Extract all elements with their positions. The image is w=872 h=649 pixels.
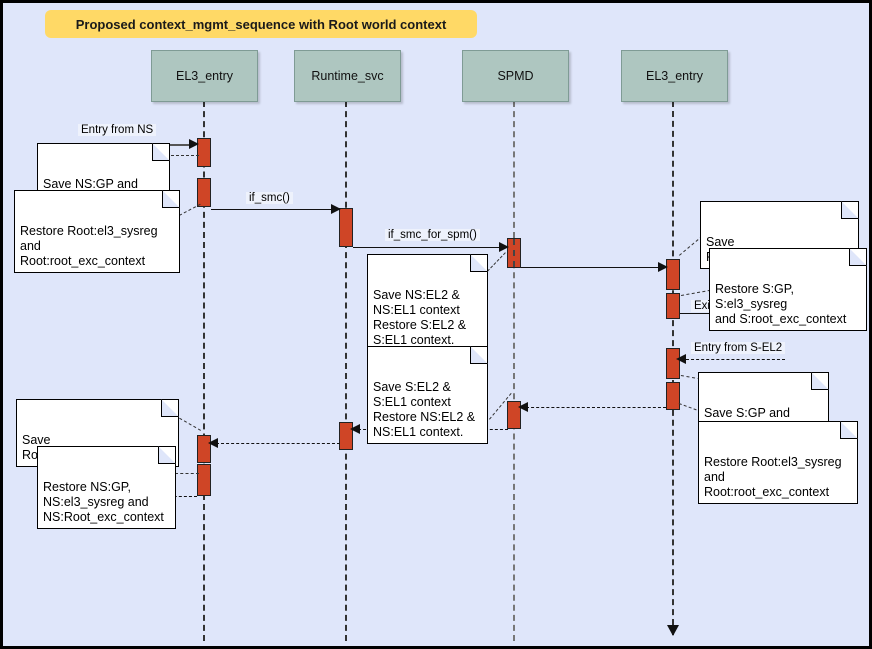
note-restore-root-el3-sysreg: Restore Root:el3_sysreg and Root:root_ex…: [14, 190, 180, 273]
lifeline-runtime-svc: [345, 101, 347, 641]
note-fold-icon: [840, 421, 858, 439]
message-line-entry-from-s-el2: [686, 359, 785, 360]
note-text: Save S:EL2 & S:EL1 context Restore NS:EL…: [373, 380, 476, 439]
message-line-if-smc: [211, 209, 333, 210]
activation-bar: [339, 422, 353, 450]
arrowhead: [350, 424, 360, 434]
arrowhead: [331, 204, 341, 214]
arrowhead: [189, 139, 199, 149]
activation-bar: [197, 464, 211, 496]
arrowhead: [208, 438, 218, 448]
activation-bar: [197, 178, 211, 207]
activation-bar: [666, 382, 680, 410]
message-line-runtime-to-el3-return: [216, 443, 340, 444]
activation-bar: [197, 435, 211, 463]
note-fold-icon: [470, 346, 488, 364]
participant-runtime-svc[interactable]: Runtime_svc: [294, 50, 401, 102]
note-save-ns-el2-restore-s-el2: Save NS:EL2 & NS:EL1 context Restore S:E…: [367, 254, 488, 352]
note-restore-s-gp: Restore S:GP, S:el3_sysreg and S:root_ex…: [709, 248, 867, 331]
note-text: Save NS:EL2 & NS:EL1 context Restore S:E…: [373, 288, 467, 347]
participant-el3-entry-right[interactable]: EL3_entry: [621, 50, 728, 102]
note-restore-ns-gp: Restore NS:GP, NS:el3_sysreg and NS:Root…: [37, 446, 176, 529]
message-line-if-smc-for-spm: [353, 247, 501, 248]
note-fold-icon: [162, 190, 180, 208]
note-text: Restore S:GP, S:el3_sysreg and S:root_ex…: [715, 282, 847, 326]
message-label-if-smc: if_smc(): [246, 192, 293, 204]
note-fold-icon: [849, 248, 867, 266]
arrowhead: [499, 242, 509, 252]
note-fold-icon: [152, 143, 170, 161]
note-connector: [487, 252, 506, 272]
note-text: Restore Root:el3_sysreg and Root:root_ex…: [704, 455, 842, 499]
message-label-entry-from-s-el2: Entry from S-EL2: [691, 342, 786, 354]
lifeline-el3-entry-left: [203, 101, 205, 641]
note-text: Restore NS:GP, NS:el3_sysreg and NS:Root…: [43, 480, 164, 524]
lifeline-spmd: [513, 101, 515, 641]
message-label-if-smc-for-spm: if_smc_for_spm(): [385, 229, 480, 241]
participant-spmd[interactable]: SPMD: [462, 50, 569, 102]
lifeline-end-arrowhead: [667, 625, 679, 636]
activation-bar: [339, 208, 353, 247]
note-fold-icon: [470, 254, 488, 272]
activation-bar: [197, 138, 211, 167]
note-fold-icon: [841, 201, 859, 219]
note-fold-icon: [158, 446, 176, 464]
message-label-entry-from-ns: Entry from NS: [78, 124, 157, 136]
diagram-title-banner: Proposed context_mgmt_sequence with Root…: [45, 10, 477, 38]
activation-bar: [666, 259, 680, 290]
activation-bar: [507, 238, 521, 268]
arrowhead: [518, 402, 528, 412]
message-line-el3-to-spmd-return: [526, 407, 666, 408]
participant-el3-entry-left[interactable]: EL3_entry: [151, 50, 258, 102]
participant-label: SPMD: [497, 69, 534, 83]
arrowhead: [676, 354, 686, 364]
note-text: Restore Root:el3_sysreg and Root:root_ex…: [20, 224, 158, 268]
arrowhead: [658, 262, 668, 272]
note-save-s-el2-restore-ns-el2: Save S:EL2 & S:EL1 context Restore NS:EL…: [367, 346, 488, 444]
note-connector: [681, 289, 711, 296]
note-fold-icon: [811, 372, 829, 390]
note-fold-icon: [161, 399, 179, 417]
activation-bar: [507, 401, 521, 429]
activation-bar: [666, 293, 680, 319]
participant-label: EL3_entry: [646, 69, 703, 83]
participant-label: EL3_entry: [176, 69, 233, 83]
participant-label: Runtime_svc: [311, 69, 384, 83]
message-line-spmd-to-el3: [521, 267, 660, 268]
note-restore-root-el3-sysreg-lower: Restore Root:el3_sysreg and Root:root_ex…: [698, 421, 858, 504]
note-connector: [161, 155, 199, 156]
note-connector: [175, 473, 199, 474]
note-connector: [179, 203, 201, 216]
